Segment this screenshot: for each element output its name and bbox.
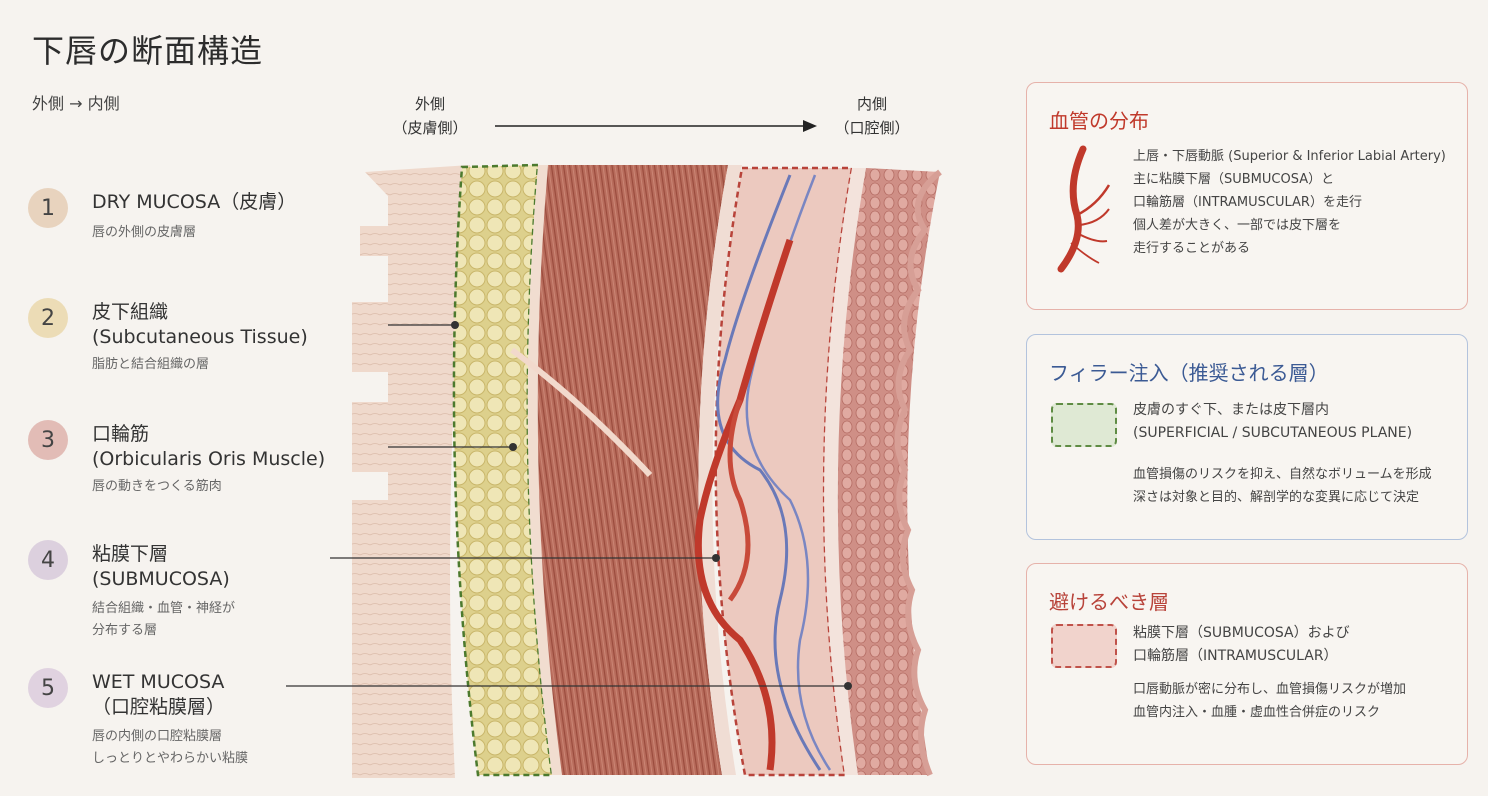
layer-description: 結合組織・血管・神経が 分布する層 [92, 601, 236, 638]
axis-outer-label: 外側 （皮膚側） [392, 95, 468, 137]
layer-name: 粘膜下層 (SUBMUCOSA) [92, 543, 230, 590]
mucosa-layer [837, 168, 940, 775]
avoid-note: 口唇動脈が密に分布し、血管損傷リスクが増加 血管内注入・血腫・虚血性合併症のリス… [1133, 682, 1407, 720]
artery-branch-icon [1057, 145, 1111, 273]
submucosa-layer [714, 166, 854, 777]
avoid-swatch [1051, 624, 1117, 668]
avoid-layer-text: 粘膜下層（SUBMUCOSA）および 口輪筋層（INTRAMUSCULAR） [1133, 625, 1350, 664]
layer-description: 唇の内側の口腔粘膜層 しっとりとやわらかい粘膜 [92, 729, 249, 766]
panel-title: 避けるべき層 [1049, 590, 1169, 614]
layer-number-badge: 4 [28, 540, 68, 580]
recommended-swatch [1051, 403, 1117, 447]
panel-title: フィラー注入（推奨される層） [1049, 361, 1329, 385]
layer-name: WET MUCOSA （口腔粘膜層） [92, 671, 226, 718]
layer-name: DRY MUCOSA（皮膚） [92, 191, 297, 213]
direction-label: 外側 → 内側 [32, 94, 120, 113]
layer-name: 口輪筋 (Orbicularis Oris Muscle) [92, 423, 326, 470]
axis-inner-label: 内側 （口腔側） [834, 95, 910, 137]
avoid-layer-panel: 避けるべき層 粘膜下層（SUBMUCOSA）および 口輪筋層（INTRAMUSC… [1026, 563, 1468, 765]
layer-description: 唇の外側の皮膚層 [92, 225, 197, 240]
layer-number-badge: 2 [28, 298, 68, 338]
vessel-description: 上唇・下唇動脈 (Superior & Inferior Labial Arte… [1133, 149, 1446, 256]
layer-number-badge: 1 [28, 188, 68, 228]
layer-number-badge: 3 [28, 420, 68, 460]
vessel-distribution-panel: 血管の分布 上唇・下唇動脈 (Superior & Inferior Labia… [1026, 82, 1468, 310]
layer-description: 脂肪と結合組織の層 [92, 357, 210, 372]
skin-layer [352, 165, 470, 778]
layer-number-badge: 5 [28, 668, 68, 708]
page-title: 下唇の断面構造 [32, 32, 264, 70]
recommended-layer-text: 皮膚のすぐ下、または皮下層内 (SUPERFICIAL / SUBCUTANEO… [1133, 402, 1413, 441]
layer-name: 皮下組織 (Subcutaneous Tissue) [92, 301, 308, 348]
labial-artery [694, 238, 794, 771]
panel-title: 血管の分布 [1049, 109, 1149, 133]
recommended-layer-panel: フィラー注入（推奨される層） 皮膚のすぐ下、または皮下層内 (SUPERFICI… [1026, 334, 1468, 540]
recommended-note: 血管損傷のリスクを抑え、自然なボリュームを形成 深さは対象と目的、解剖学的な変異… [1133, 467, 1432, 505]
layer-description: 唇の動きをつくる筋肉 [92, 479, 222, 494]
muscle-layer [537, 165, 728, 775]
